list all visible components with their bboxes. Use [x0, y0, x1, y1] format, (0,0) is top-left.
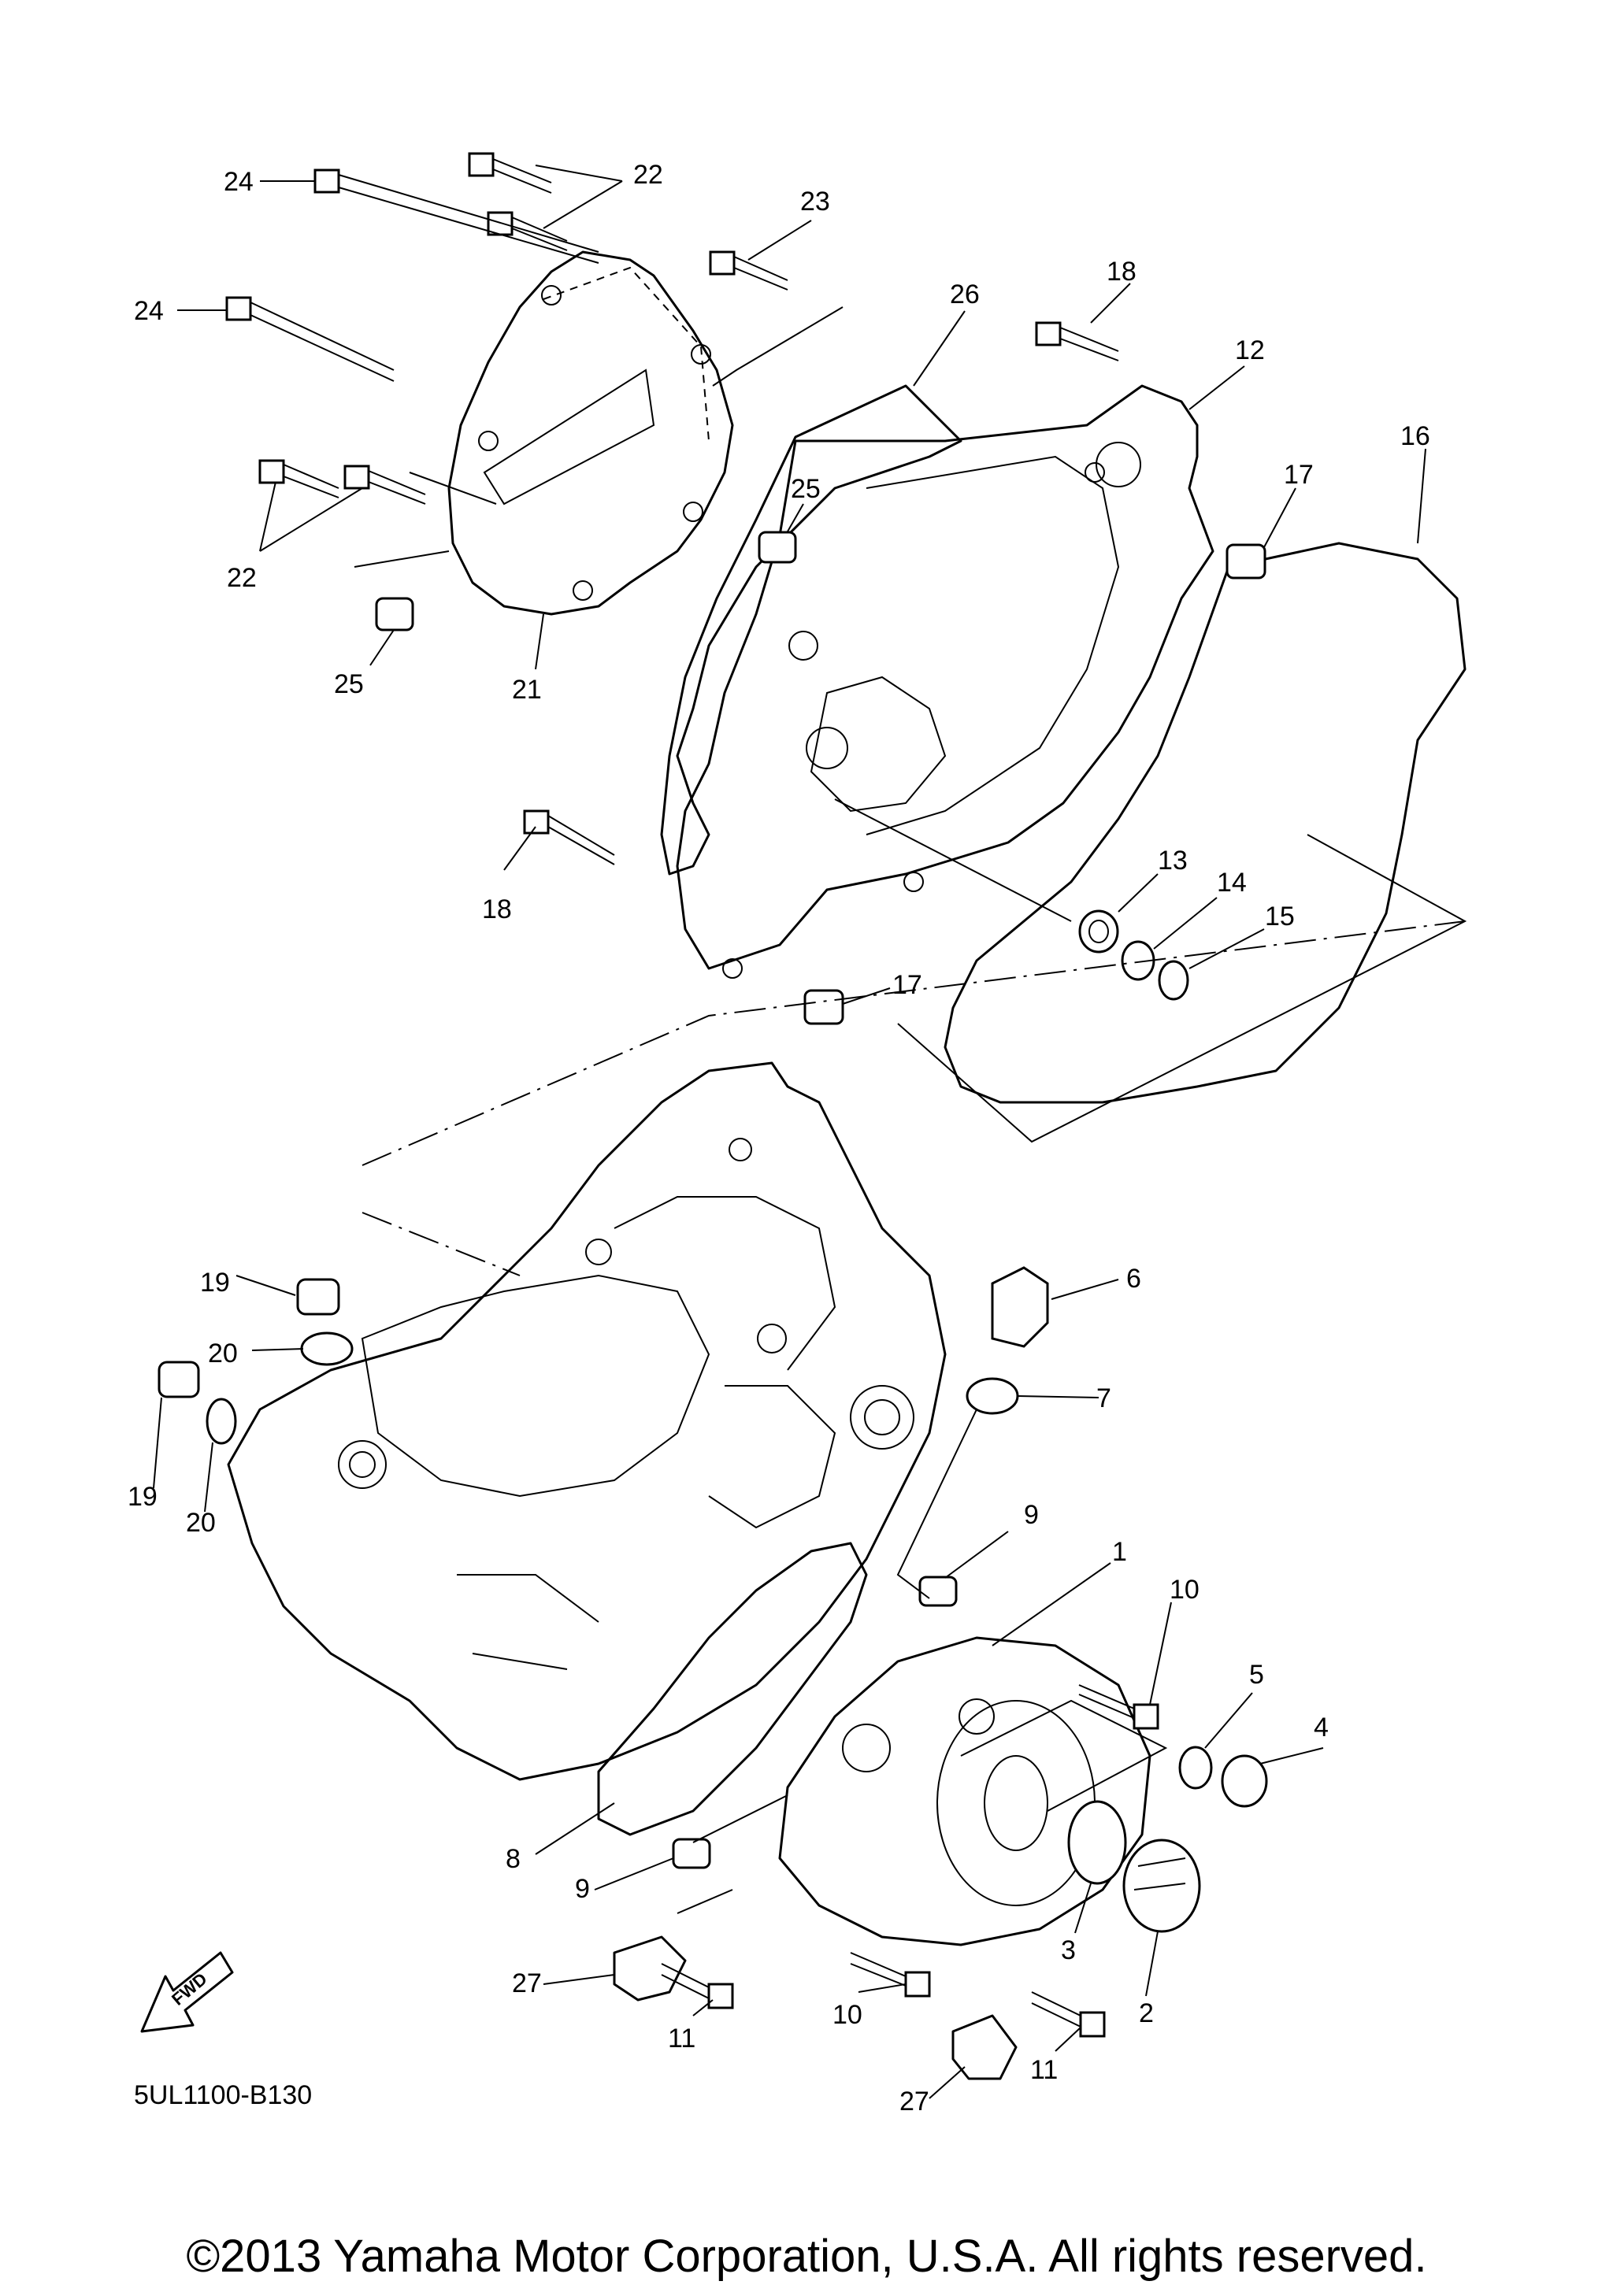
callout-18-lower: 18 [482, 894, 512, 924]
callout-leaders [153, 165, 1426, 2099]
callout-19-left: 19 [128, 1482, 158, 1512]
crankcase-body [227, 1061, 947, 1781]
callout-11-left: 11 [668, 2024, 695, 2053]
callout-23: 23 [800, 187, 830, 217]
bolt-part-11-left [661, 1963, 734, 2009]
right-crankcase-cover-part-12 [676, 384, 1214, 970]
o-ring-part-20-top [300, 1331, 354, 1366]
callout-18-top: 18 [1107, 257, 1137, 287]
fwd-arrow: FWD [140, 1951, 234, 2033]
circlip-part-15 [1158, 960, 1189, 1001]
copyright-notice: ©2013 Yamaha Motor Corporation, U.S.A. A… [186, 2231, 1426, 2282]
callout-numbers: 1 2 3 4 5 6 7 8 9 9 10 10 11 11 12 13 14… [128, 160, 1430, 2116]
callout-22-top: 22 [633, 160, 663, 190]
callout-9-bottom: 9 [575, 1874, 590, 1904]
callout-24-left: 24 [134, 296, 164, 326]
dowel-part-9-top [918, 1576, 958, 1607]
callout-19-top: 19 [200, 1268, 230, 1298]
callout-20-top: 20 [208, 1339, 238, 1368]
dowel-part-17-top [1226, 543, 1266, 580]
bolt-part-10-right [1078, 1684, 1159, 1730]
callout-11-right: 11 [1030, 2055, 1058, 2085]
bolt-part-11-right [1031, 1991, 1106, 2038]
diagram-code: 5UL1100-B130 [134, 2080, 312, 2110]
clamp-part-27-left [613, 1935, 687, 2002]
dowel-part-9-bottom [672, 1838, 711, 1869]
callout-22-left: 22 [227, 563, 257, 593]
dowel-part-17-bottom [803, 989, 844, 1025]
collar-part-19-top [296, 1278, 340, 1316]
callout-16: 16 [1400, 421, 1430, 451]
callout-3: 3 [1061, 1935, 1076, 1965]
callout-10-right: 10 [1170, 1575, 1200, 1605]
gasket-part-16 [944, 542, 1467, 1104]
callout-26: 26 [950, 280, 980, 309]
callout-2: 2 [1139, 1998, 1154, 2028]
fwd-label: FWD [168, 1968, 210, 2009]
o-ring-part-20-left [206, 1398, 237, 1445]
callout-7: 7 [1096, 1383, 1111, 1413]
clamp-part-27-right [951, 2014, 1018, 2080]
bolt-part-22-top [468, 152, 568, 251]
callout-10-bottom: 10 [832, 2000, 862, 2030]
callout-15: 15 [1265, 902, 1295, 931]
clutch-cover-group [225, 152, 844, 631]
callout-27-left: 27 [512, 1968, 542, 1998]
callout-9-top: 9 [1024, 1500, 1039, 1530]
gasket-part-7 [966, 1377, 1019, 1415]
callout-27-bottom: 27 [899, 2087, 929, 2116]
callout-6: 6 [1126, 1264, 1141, 1294]
callout-25-left: 25 [334, 669, 364, 699]
callout-17-top: 17 [1284, 460, 1314, 490]
o-ring-part-3 [1067, 1800, 1127, 1885]
collar-part-19-left [158, 1361, 200, 1398]
clutch-cover-part-21 [447, 250, 734, 616]
bolt-part-18-lower [523, 809, 615, 865]
callout-8: 8 [506, 1844, 521, 1874]
bolt-part-23 [709, 250, 788, 291]
o-ring-part-5 [1178, 1746, 1213, 1790]
callout-12: 12 [1235, 335, 1265, 365]
magneto-cover-part-1 [778, 1636, 1151, 1946]
crankcase-cover-group [523, 321, 1467, 1143]
plug-part-4 [1221, 1754, 1268, 1808]
callout-24-top: 24 [224, 167, 254, 197]
callout-21: 21 [512, 675, 542, 705]
drain-bolt-part-6 [991, 1266, 1049, 1348]
crankcase-group [158, 920, 1466, 2080]
bolt-part-22-left [258, 459, 426, 505]
callout-25-top: 25 [791, 474, 821, 504]
callout-5: 5 [1249, 1660, 1264, 1690]
callout-14: 14 [1217, 868, 1247, 898]
bolt-part-18-top [1035, 321, 1119, 361]
bolt-part-10-bottom [850, 1952, 931, 1998]
callout-17-bottom: 17 [892, 970, 922, 1000]
oil-seal-part-13 [1078, 909, 1119, 954]
gasket-part-26 [660, 384, 962, 876]
callout-13: 13 [1158, 846, 1188, 876]
dowel-part-25-top [758, 531, 797, 564]
callout-1: 1 [1112, 1537, 1127, 1567]
callout-20-left: 20 [186, 1508, 216, 1538]
long-bolt-part-24 [225, 168, 599, 382]
gasket-part-8 [597, 1542, 868, 1836]
dowel-part-25-left [375, 597, 414, 631]
callout-4: 4 [1314, 1713, 1329, 1742]
